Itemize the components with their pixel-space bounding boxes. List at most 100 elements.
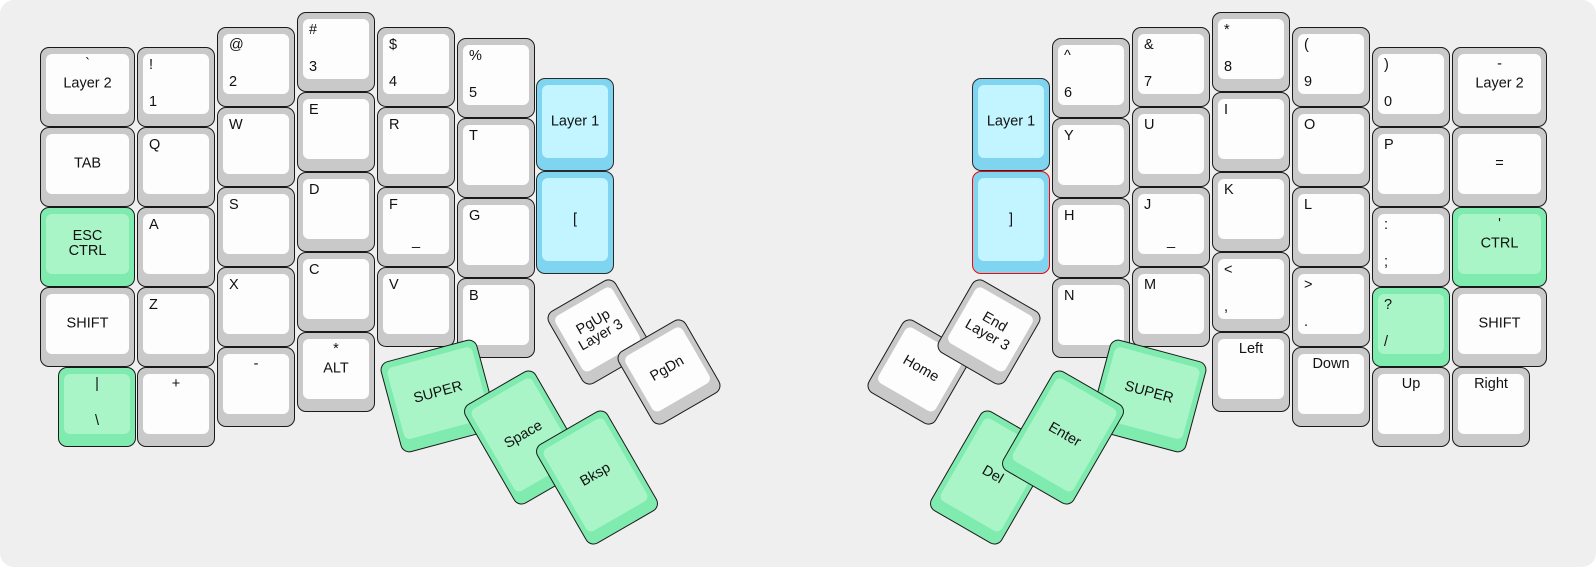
key-r-c3-r3[interactable]: L — [1292, 187, 1370, 267]
key-r-c2-r2[interactable]: P — [1372, 127, 1450, 207]
key-l-c2-r2[interactable]: Q — [137, 127, 215, 207]
keycap-surface: |\ — [64, 374, 130, 434]
key-legend: 7 — [1144, 73, 1153, 90]
key-legend: * — [1224, 22, 1230, 38]
key-l-c4-r5[interactable]: *ALT — [297, 332, 375, 412]
key-l-c5-r3[interactable]: F_ — [377, 187, 455, 267]
key-l-c5-r1[interactable]: $4 — [377, 27, 455, 107]
key-r-c4-r5[interactable]: Left — [1212, 332, 1290, 412]
key-legend: M — [1144, 277, 1157, 293]
key-l-c4-r4[interactable]: C — [297, 252, 375, 332]
key-r-c4-r2[interactable]: I — [1212, 92, 1290, 172]
keycap-surface: Z — [143, 294, 209, 354]
keycap-surface: Enter — [1010, 376, 1119, 494]
key-legend: Enter — [1045, 418, 1084, 450]
keycap-surface: Right — [1458, 374, 1524, 434]
key-legend: # — [309, 22, 318, 38]
key-r-c4-r1[interactable]: *8 — [1212, 12, 1290, 92]
key-legend: F — [389, 197, 398, 213]
key-legend: A — [149, 217, 159, 233]
key-l-c7-r1[interactable]: Layer 1 — [536, 78, 614, 171]
key-l-c6-r2[interactable]: T — [457, 118, 535, 198]
key-r-c1-r4[interactable]: SHIFT — [1452, 287, 1547, 367]
keycap-surface: J_ — [1138, 194, 1204, 254]
key-r-c6-r3[interactable]: H — [1052, 198, 1130, 278]
key-l-c5-r2[interactable]: R — [377, 107, 455, 187]
key-l-c3-r4[interactable]: X — [217, 267, 295, 347]
key-r-c5-r1[interactable]: &7 — [1132, 27, 1210, 107]
key-legend: Layer 2 — [1475, 75, 1524, 92]
key-r-c7-r2[interactable]: ] — [972, 171, 1050, 274]
key-legend: [ — [572, 210, 578, 227]
key-r-c7-r1[interactable]: Layer 1 — [972, 78, 1050, 171]
key-l-c5-r4[interactable]: V — [377, 267, 455, 347]
keycap-surface: - — [223, 354, 289, 414]
key-legend: Z — [149, 297, 158, 313]
key-l-c3-r5[interactable]: - — [217, 347, 295, 427]
key-l-c6-r3[interactable]: G — [457, 198, 535, 278]
key-l-c2-r1[interactable]: !1 — [137, 47, 215, 127]
key-legend: L — [1304, 197, 1313, 213]
key-l-c4-r3[interactable]: D — [297, 172, 375, 252]
key-legend: ' — [1498, 216, 1501, 232]
key-legend: _ — [411, 232, 421, 249]
key-l-c6-r1[interactable]: %5 — [457, 38, 535, 118]
keycap-surface: ^6 — [1058, 45, 1124, 105]
keycap-surface: A — [143, 214, 209, 274]
key-r-c2-r5[interactable]: Up — [1372, 367, 1450, 447]
key-r-c2-r4[interactable]: ?/ — [1372, 287, 1450, 367]
key-r-c1-r2[interactable]: = — [1452, 127, 1547, 207]
key-l-c1-r2[interactable]: TAB — [40, 127, 135, 207]
key-legend: = — [1495, 155, 1504, 172]
keycap-surface: ] — [978, 178, 1044, 261]
keycap-surface: L — [1298, 194, 1364, 254]
key-r-c1-r5[interactable]: Right — [1452, 367, 1530, 447]
key-legend: Down — [1312, 356, 1350, 372]
key-l-c2-r3[interactable]: A — [137, 207, 215, 287]
key-r-c6-r2[interactable]: Y — [1052, 118, 1130, 198]
key-r-c1-r1[interactable]: -Layer 2 — [1452, 47, 1547, 127]
keycap-surface: = — [1458, 134, 1541, 194]
key-r-c3-r5[interactable]: Down — [1292, 347, 1370, 427]
key-r-c3-r4[interactable]: >. — [1292, 267, 1370, 347]
key-legend: Layer 1 — [550, 112, 600, 129]
key-r-c6-r4[interactable]: N — [1052, 278, 1130, 358]
key-l-c7-r2[interactable]: [ — [536, 171, 614, 274]
key-r-c3-r2[interactable]: O — [1292, 107, 1370, 187]
key-r-c3-r1[interactable]: (9 — [1292, 27, 1370, 107]
key-legend: TAB — [73, 155, 102, 172]
key-l-c4-r1[interactable]: #3 — [297, 12, 375, 92]
key-legend: S — [229, 197, 239, 213]
keycap-surface: K — [1218, 179, 1284, 239]
keycap-surface: $4 — [383, 34, 449, 94]
key-l-c1-r5[interactable]: |\ — [58, 367, 136, 447]
keycap-surface: ?/ — [1378, 294, 1444, 354]
keycap-surface: *ALT — [303, 339, 369, 399]
keycap-surface: E — [303, 99, 369, 159]
key-legend: T — [469, 128, 478, 144]
key-r-c2-r1[interactable]: )0 — [1372, 47, 1450, 127]
key-r-c2-r3[interactable]: :; — [1372, 207, 1450, 287]
key-r-c5-r3[interactable]: J_ — [1132, 187, 1210, 267]
key-l-c3-r1[interactable]: @2 — [217, 27, 295, 107]
key-l-c3-r3[interactable]: S — [217, 187, 295, 267]
key-l-c2-r5[interactable]: + — [137, 367, 215, 447]
keycap-surface: -Layer 2 — [1458, 54, 1541, 114]
key-r-c4-r4[interactable]: <, — [1212, 252, 1290, 332]
key-l-c1-r1[interactable]: `Layer 2 — [40, 47, 135, 127]
key-l-c4-r2[interactable]: E — [297, 92, 375, 172]
key-r-c4-r3[interactable]: K — [1212, 172, 1290, 252]
key-legend: Layer 1 — [986, 112, 1036, 129]
key-r-c1-r3[interactable]: 'CTRL — [1452, 207, 1547, 287]
key-r-c6-r1[interactable]: ^6 — [1052, 38, 1130, 118]
keycap-surface: M — [1138, 274, 1204, 334]
key-legend: & — [1144, 37, 1154, 53]
key-l-c3-r2[interactable]: W — [217, 107, 295, 187]
key-l-c2-r4[interactable]: Z — [137, 287, 215, 367]
key-l-c1-r4[interactable]: SHIFT — [40, 287, 135, 367]
key-r-c5-r4[interactable]: M — [1132, 267, 1210, 347]
key-r-c5-r2[interactable]: U — [1132, 107, 1210, 187]
key-legend: B — [469, 288, 479, 304]
